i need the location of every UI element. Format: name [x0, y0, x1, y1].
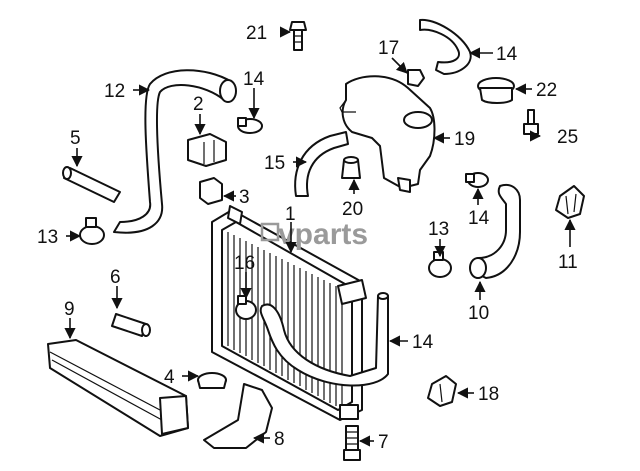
hose-15: [259, 292, 389, 387]
part-22-grommet: [341, 156, 361, 179]
callout-18: 16: [234, 253, 255, 274]
callout-23: 21: [246, 23, 267, 44]
coolant-reservoir: [339, 75, 436, 193]
callout-7: 7: [378, 432, 389, 453]
callout-19: 17: [378, 38, 399, 59]
part-5-rod: [62, 166, 121, 203]
part-3-block: [199, 177, 223, 205]
callout-4: 4: [164, 367, 175, 388]
mount-4: [197, 372, 227, 389]
shroud-9: [47, 339, 189, 437]
clip-20: [427, 375, 457, 407]
callout-12: 12: [104, 81, 125, 102]
hose-clamp-13-left: [79, 217, 105, 245]
callout-10: 10: [468, 303, 489, 324]
hose-clamp-14-upper: [237, 117, 263, 134]
hose-17: [294, 131, 349, 197]
callout-2: 2: [193, 94, 204, 115]
part-2-bracket: [187, 133, 227, 167]
watermark: vparts: [260, 218, 368, 251]
callout-17: 15: [264, 153, 285, 174]
lower-radiator-hose: [469, 184, 521, 279]
panel-8: [203, 383, 273, 449]
callout-1: 1: [285, 204, 296, 225]
callout-14-upper: 14: [243, 69, 265, 90]
callout-13-left: 13: [37, 227, 58, 248]
callout-5: 5: [70, 128, 81, 149]
bolt-23: [289, 21, 307, 51]
drain-plug-7: [343, 425, 361, 461]
part-6-sleeve: [111, 313, 151, 337]
radiator: [211, 205, 367, 421]
callout-16: 14: [496, 44, 518, 65]
callout-21: 19: [454, 129, 475, 150]
callout-25: 25: [557, 127, 578, 148]
callout-24: 22: [536, 80, 557, 101]
callout-8: 8: [274, 429, 285, 450]
callout-3: 3: [239, 187, 250, 208]
hose-clamp-14-right: [465, 172, 489, 188]
leader-lines: [64, 26, 576, 447]
callout-22: 20: [342, 199, 363, 220]
cap-24: [477, 77, 515, 104]
callout-11: 11: [558, 252, 578, 273]
callout-13-right: 13: [428, 219, 449, 240]
callout-20: 18: [478, 384, 499, 405]
upper-radiator-hose: [113, 69, 237, 234]
callout-6: 6: [110, 267, 121, 288]
callout-14-right: 14: [468, 208, 490, 229]
hose-16: [419, 18, 472, 75]
clip-11: [555, 185, 585, 219]
callout-labels: 21 12 17 14 22 14 2 25 5 19 15 3 20 14 1…: [37, 23, 578, 453]
callout-15: 14: [412, 332, 434, 353]
sensor-25: [523, 109, 539, 135]
part-19-bracket: [407, 69, 425, 87]
callout-9: 9: [64, 299, 75, 320]
